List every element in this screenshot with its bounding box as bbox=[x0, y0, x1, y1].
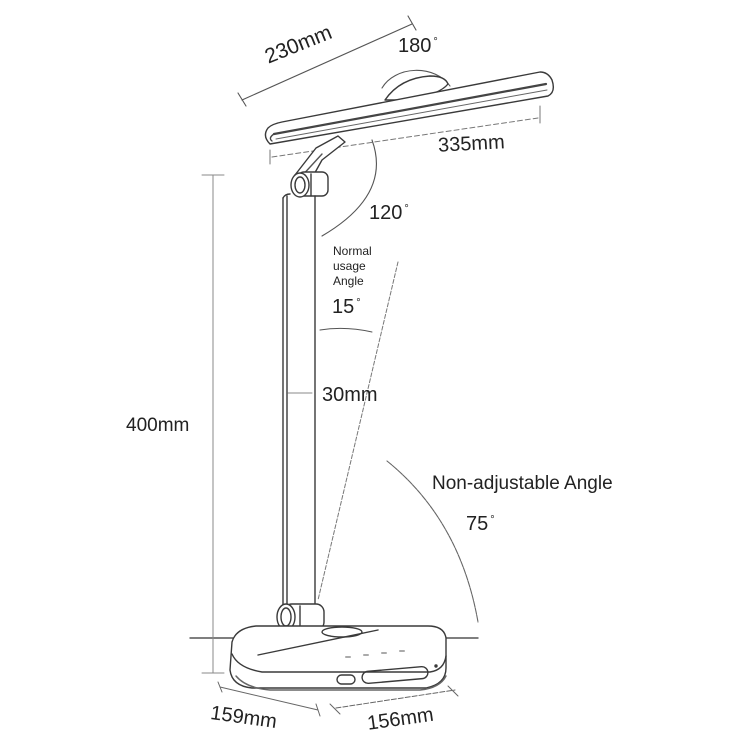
angle-value: 75 bbox=[466, 513, 489, 535]
degree-symbol: ° bbox=[490, 514, 495, 526]
tilt-120-arc bbox=[321, 139, 377, 237]
label-line: Normal bbox=[333, 244, 372, 258]
normal-usage-angle-arc bbox=[319, 327, 373, 333]
angle-value: 120 bbox=[369, 202, 403, 224]
label-non-adjustable-angle: Non-adjustable Angle bbox=[432, 473, 613, 494]
label-120-degrees: 120° bbox=[369, 203, 409, 223]
label-15-degrees: 15° bbox=[332, 297, 361, 317]
angle-value: 180 bbox=[398, 35, 432, 57]
angle-value: 15 bbox=[332, 296, 355, 318]
dimension-400mm-line bbox=[201, 174, 225, 674]
label-400mm: 400mm bbox=[126, 415, 190, 436]
label-line: Angle bbox=[333, 274, 364, 288]
label-335mm: 335mm bbox=[437, 131, 506, 157]
dimension-159mm-line bbox=[217, 681, 321, 717]
normal-usage-angle-line bbox=[317, 261, 399, 601]
label-normal-usage-angle: Normal usage Angle bbox=[333, 244, 372, 289]
degree-symbol: ° bbox=[404, 203, 409, 215]
lamp-head bbox=[264, 71, 555, 145]
label-180-degrees: 180° bbox=[398, 36, 438, 56]
non-adjustable-arc bbox=[386, 460, 479, 623]
label-75-degrees: 75° bbox=[466, 514, 495, 534]
degree-symbol: ° bbox=[433, 36, 438, 48]
dimension-230mm-line bbox=[237, 15, 417, 107]
upper-hinge bbox=[290, 171, 329, 198]
degree-symbol: ° bbox=[356, 297, 361, 309]
lamp-base bbox=[229, 625, 447, 691]
label-30mm: 30mm bbox=[322, 384, 378, 406]
lamp-pole bbox=[282, 193, 316, 613]
label-line: usage bbox=[333, 259, 366, 273]
dimension-156mm-line bbox=[329, 685, 459, 715]
